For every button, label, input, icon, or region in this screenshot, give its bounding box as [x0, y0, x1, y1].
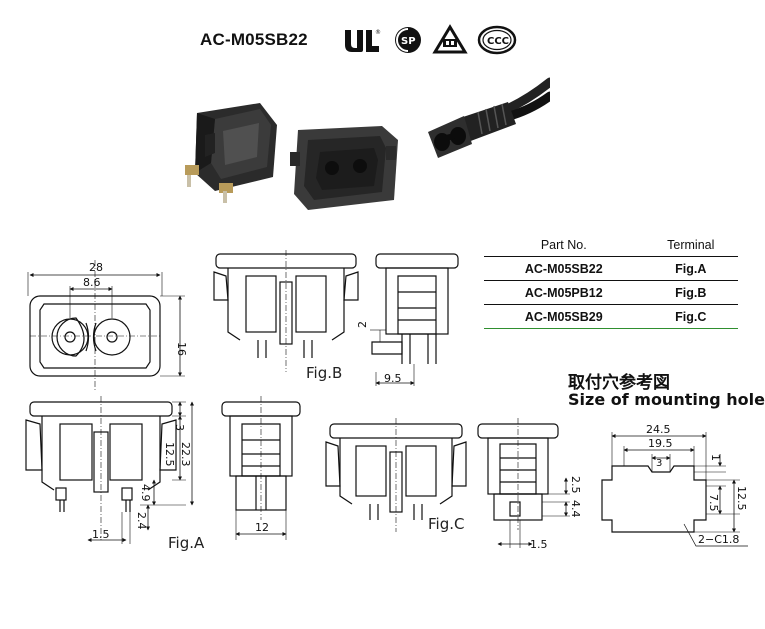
front-view	[27, 260, 185, 390]
cell-part: AC-M05PB12	[484, 280, 644, 305]
dim-figa-pin-offset: 2.4	[135, 512, 148, 530]
dim-front-width: 28	[89, 261, 103, 274]
part-number-table: Part No. Terminal AC-M05SB22 Fig.A AC-M0…	[484, 236, 738, 329]
ul-ru-mark-icon: ®	[345, 29, 381, 52]
csa-mark-icon: SP	[395, 27, 421, 53]
col-header-part: Part No.	[484, 236, 644, 257]
fig-a-end-view	[221, 396, 301, 540]
dim-figc-pin-offset: 4.4	[569, 500, 582, 518]
dim-figa-pin-length: 4.9	[139, 484, 152, 502]
fig-a-label: Fig.A	[168, 534, 205, 552]
socket-rear-photo	[185, 103, 277, 203]
table-row: AC-M05PB12 Fig.B	[484, 280, 738, 305]
fig-c-end-view	[477, 418, 570, 548]
dim-hole-width: 24.5	[646, 423, 671, 436]
svg-text:SP: SP	[401, 36, 416, 47]
socket-front-photo	[290, 126, 398, 210]
dim-figa-pin-width: 1.5	[92, 528, 110, 541]
dim-hole-notch-depth: 1	[709, 454, 722, 461]
mounting-title-cn: 取付穴参考図	[568, 373, 670, 393]
dim-figc-pin-length: 2.5	[569, 476, 582, 494]
dim-front-height: 16	[175, 342, 188, 356]
dim-side-width: 12	[255, 521, 269, 534]
vde-triangle-mark-icon	[432, 24, 468, 54]
fig-c-section-view	[325, 418, 467, 532]
cell-part: AC-M05SB29	[484, 304, 644, 329]
svg-text:®: ®	[375, 29, 381, 36]
dim-hole-notch: 3	[656, 458, 662, 469]
ccc-mark-icon: CCC	[477, 25, 517, 55]
cell-terminal: Fig.B	[643, 280, 738, 305]
dim-hole-inner-height: 7.5	[707, 494, 720, 512]
cell-terminal: Fig.C	[643, 304, 738, 329]
table-row: AC-M05SB22 Fig.A	[484, 256, 738, 281]
table-row: AC-M05SB29 Fig.C	[484, 304, 738, 329]
dim-hole-height: 12.5	[735, 486, 748, 511]
fig-b-section-view	[213, 250, 359, 372]
mounting-hole-view	[601, 432, 748, 547]
dim-figa-total: 22.3	[179, 442, 192, 467]
dim-figc-pin-width: 1.5	[530, 538, 548, 551]
cell-part: AC-M05SB22	[484, 256, 644, 281]
fig-c-label: Fig.C	[428, 515, 464, 533]
col-header-terminal: Terminal	[643, 236, 738, 257]
power-cord-plug-photo	[428, 77, 550, 158]
mounting-title-en: Size of mounting hole	[568, 390, 765, 409]
dim-hole-inner: 19.5	[648, 437, 673, 450]
svg-text:CCC: CCC	[487, 36, 509, 47]
fig-b-label: Fig.B	[306, 364, 342, 382]
fig-a-section-view	[25, 396, 194, 544]
dim-front-pitch: 8.6	[83, 276, 101, 289]
dim-figa-body: 12.5	[163, 442, 176, 467]
dim-figb-depth: 9.5	[384, 372, 402, 385]
dim-figb-pin: 2	[356, 321, 369, 328]
fig-b-end-view	[370, 253, 459, 386]
model-title: AC-M05SB22	[200, 30, 308, 49]
cell-terminal: Fig.A	[643, 256, 738, 281]
dim-figa-flange: 3	[173, 424, 186, 431]
dim-hole-chamfer: 2−C1.8	[698, 533, 739, 546]
